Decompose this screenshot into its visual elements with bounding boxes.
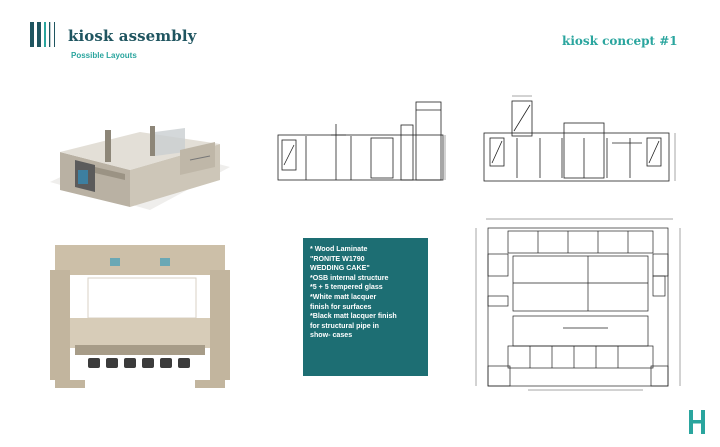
kiosk-perspective-render	[50, 126, 230, 210]
spec-line: show- cases	[310, 331, 353, 340]
material-spec-box	[303, 238, 428, 376]
spec-line: *5 + 5 tempered glass	[310, 283, 383, 292]
page-title: kiosk assembly	[68, 27, 197, 45]
material-spec-text: * Wood Laminate "RONITE W1790 WEDDING CA…	[310, 245, 426, 341]
spec-line: for structural pipe in	[310, 321, 379, 330]
spec-line: * Wood Laminate	[310, 245, 368, 253]
spec-line: finish for surfaces	[310, 302, 372, 311]
kiosk-front-elevation-drawing	[277, 101, 446, 181]
spec-line: *OSB internal structure	[310, 273, 389, 282]
page-subtitle: Possible Layouts	[71, 51, 137, 60]
spec-line: "RONITE W1790	[310, 254, 365, 263]
kiosk-side-elevation-drawing	[483, 95, 676, 182]
brand-logo-bars-icon	[30, 22, 55, 47]
concept-label: kiosk concept #1	[562, 34, 678, 48]
kiosk-top-render	[50, 245, 230, 388]
spec-line: WEDDING CAKE"	[310, 264, 370, 273]
kiosk-floor-plan-drawing	[475, 218, 681, 391]
brand-h-logo-icon	[689, 410, 705, 434]
spec-line: *Black matt lacquer finish	[310, 312, 397, 321]
spec-line: *White matt lacquer	[310, 292, 377, 301]
